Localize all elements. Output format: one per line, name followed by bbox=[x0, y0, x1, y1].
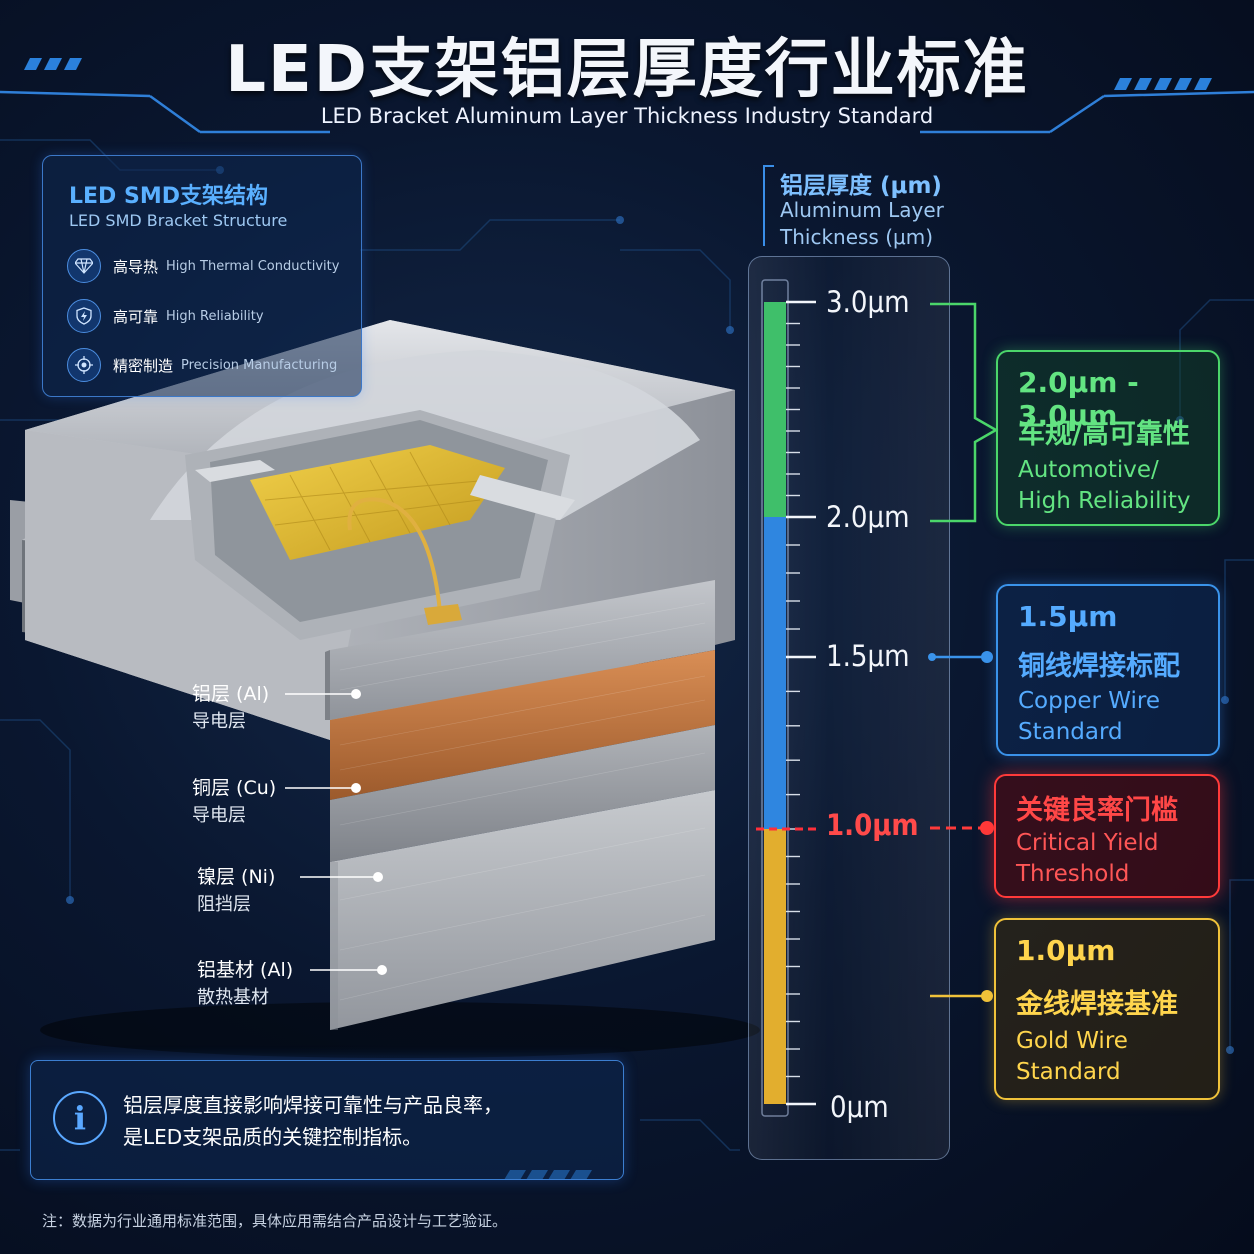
tick-label-1-0: 1.0μm bbox=[826, 808, 919, 842]
bar-segment-2 bbox=[764, 302, 786, 517]
info-icon: i bbox=[53, 1091, 107, 1145]
tick-label-1-5: 1.5μm bbox=[826, 639, 910, 673]
feature-thermal: 高导热 High Thermal Conductivity bbox=[67, 248, 339, 284]
gauge-title: 铝层厚度 (μm) bbox=[780, 173, 942, 199]
info-text: 铝层厚度直接影响焊接可靠性与产品良率， 是LED支架品质的关键控制指标。 bbox=[123, 1093, 503, 1149]
footnote: 注：数据为行业通用标准范围，具体应用需结合产品设计与工艺验证。 bbox=[42, 1212, 508, 1230]
bar-frame bbox=[761, 279, 789, 1117]
range-box-automotive: 2.0μm - 3.0μm 车规/高可靠性 Automotive/ High R… bbox=[996, 350, 1220, 526]
gauge-subtitle: Aluminum Layer Thickness (μm) bbox=[780, 198, 944, 249]
gauge-chart bbox=[756, 279, 818, 1117]
structure-card: LED SMD支架结构 LED SMD Bracket Structure 高导… bbox=[42, 155, 362, 397]
feature-precision: 精密制造 Precision Manufacturing bbox=[67, 347, 337, 383]
range-box-critical-threshold: 关键良率门槛 Critical Yield Threshold bbox=[994, 774, 1220, 898]
diamond-icon bbox=[67, 249, 101, 283]
range-connectors bbox=[928, 302, 999, 1002]
shield-bolt-icon bbox=[67, 299, 101, 333]
tick-label-0: 0μm bbox=[830, 1090, 889, 1124]
range-box-gold-wire: 1.0μm 金线焊接基准 Gold Wire Standard bbox=[994, 918, 1220, 1100]
feature-reliability: 高可靠 High Reliability bbox=[67, 298, 264, 334]
structure-card-subtitle: LED SMD Bracket Structure bbox=[69, 211, 288, 230]
bar-segment-1 bbox=[764, 517, 786, 829]
tick-label-2-0: 2.0μm bbox=[826, 500, 910, 534]
page-title: LED支架铝层厚度行业标准 bbox=[225, 33, 1029, 107]
tick-label-3-0: 3.0μm bbox=[826, 285, 910, 319]
layer-label-ni: 镍层 (Ni)阻挡层 bbox=[197, 866, 276, 915]
info-box: i 铝层厚度直接影响焊接可靠性与产品良率， 是LED支架品质的关键控制指标。 bbox=[30, 1060, 624, 1180]
layer-label-base: 铝基材 (Al)散热基材 bbox=[197, 959, 294, 1008]
target-icon bbox=[67, 348, 101, 382]
layer-label-al: 铝层 (Al)导电层 bbox=[192, 683, 270, 732]
layer-label-cu: 铜层 (Cu)导电层 bbox=[192, 777, 277, 826]
led-package-illustration bbox=[10, 320, 760, 1058]
range-box-copper-wire: 1.5μm 铜线焊接标配 Copper Wire Standard bbox=[996, 584, 1220, 756]
page-subtitle: LED Bracket Aluminum Layer Thickness Ind… bbox=[320, 104, 934, 128]
gauge-title-bracket bbox=[763, 165, 774, 246]
structure-card-title: LED SMD支架结构 bbox=[69, 184, 268, 209]
bar-segment-0 bbox=[764, 829, 786, 1104]
